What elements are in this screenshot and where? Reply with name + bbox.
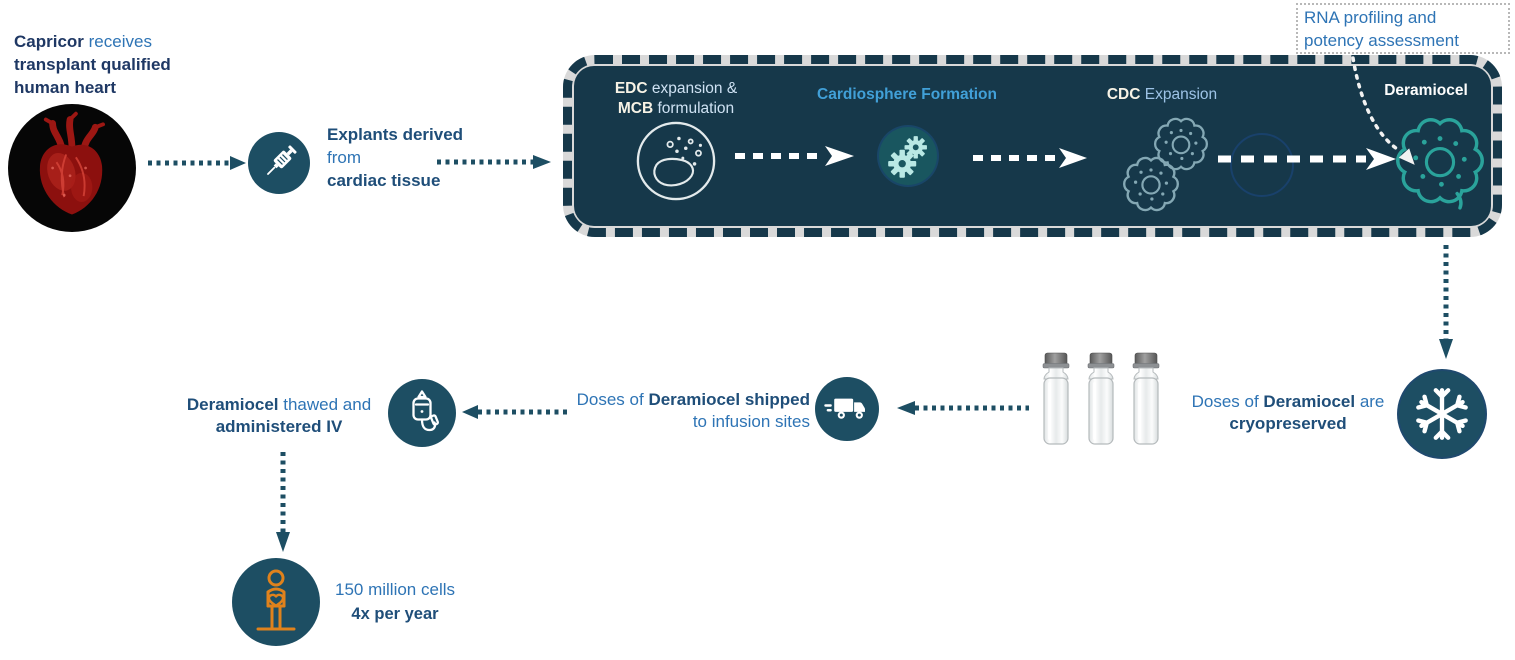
manufacturing-process-box: EDC expansion & MCB formulation Cardiosp… (563, 55, 1502, 237)
arrow-cardiosphere-to-cdc (973, 148, 1087, 168)
explants-caption: Explants derived from cardiac tissue (327, 123, 497, 192)
arrow-cdc-to-deramiocel (1218, 148, 1396, 170)
explants-line3: cardiac tissue (327, 171, 441, 190)
stage-deramiocel-label: Deramiocel (1384, 82, 1468, 99)
process-box-panel (574, 66, 1491, 226)
capricor-caption: Capricor receives transplant qualified h… (14, 30, 244, 99)
arrow-shipped-to-iv (462, 405, 570, 419)
arrow-thawed-to-patient (276, 452, 290, 552)
explants-line2: from (327, 148, 361, 167)
arrow-rna-to-deramiocel (1351, 56, 1415, 165)
dosing-line2: 4x per year (351, 605, 439, 623)
capricor-caption-line1: Capricor receives (14, 30, 244, 53)
truck-icon (815, 377, 879, 441)
mcb-rest: formulation (653, 100, 735, 117)
thawed-caption: Deramiocel thawed and administered IV (180, 394, 378, 438)
rna-callout-line1: RNA profiling and (1304, 8, 1437, 27)
cdc-bold: CDC (1106, 86, 1141, 103)
stage-edc-mcb-label: EDC expansion & MCB formulation (590, 79, 762, 119)
explants-line1: Explants derived (327, 125, 464, 144)
heart-photo (8, 104, 136, 232)
cryo-post: are (1355, 392, 1385, 411)
shipped-pre: Doses of (576, 390, 649, 409)
shipped-bold: Deramiocel shipped (648, 390, 810, 409)
shipped-line1: Doses of Deramiocel shipped (565, 389, 810, 411)
cryo-bold: Deramiocel (1263, 392, 1356, 411)
capricor-brand-text: Capricor (14, 32, 84, 51)
cdc-cells-icon (1123, 156, 1179, 212)
rna-callout-line2: potency assessment (1304, 31, 1459, 50)
stage-cdc-label: CDC Expansion (1097, 85, 1227, 105)
rna-profiling-callout: RNA profiling and potency assessment (1296, 3, 1510, 54)
cryo-pre: Doses of (1191, 392, 1264, 411)
capricor-caption-line2: transplant qualified (14, 55, 171, 74)
capricor-caption-line3: human heart (14, 78, 117, 97)
petri-dish-icon (636, 121, 716, 201)
thawed-rest: thawed and (278, 395, 372, 414)
dosing-line1: 150 million cells (335, 580, 455, 599)
cryopreserved-line1: Doses of Deramiocel are (1185, 391, 1391, 413)
arrow-edc-to-cardiosphere (735, 146, 854, 166)
cryopreserved-caption: Doses of Deramiocel are cryopreserved (1185, 391, 1391, 435)
thawed-line2: administered IV (215, 417, 343, 436)
cdc-cells-icon (1153, 117, 1209, 171)
edc-rest: expansion & (647, 80, 738, 97)
arrow-box-to-cryo (1439, 245, 1453, 359)
shipped-line2: to infusion sites (692, 412, 810, 431)
process-box-dashed-border (563, 55, 1502, 237)
faint-circle-decoration (1230, 133, 1294, 197)
shipped-caption: Doses of Deramiocel shipped to infusion … (565, 389, 810, 433)
arrow-explants-to-box (437, 155, 551, 169)
patient-icon (232, 558, 320, 646)
snowflake-icon (1397, 369, 1487, 459)
thawed-bold: Deramiocel (186, 395, 279, 414)
arrow-vials-to-truck (897, 401, 1029, 415)
iv-bag-icon (388, 379, 456, 447)
cryopreserved-line2: cryopreserved (1229, 414, 1347, 433)
vials-image (1042, 352, 1160, 445)
cdc-rest: Expansion (1140, 86, 1218, 103)
thawed-line1: Deramiocel thawed and (180, 394, 378, 416)
stage-cardiosphere-label: Cardiosphere Formation (817, 86, 997, 103)
edc-bold: EDC (614, 80, 648, 97)
deramiocel-cell-icon (1396, 118, 1484, 210)
syringe-icon (248, 132, 310, 194)
gears-icon (877, 125, 939, 187)
arrow-heart-to-syringe (148, 156, 246, 170)
capricor-rest-text: receives (83, 32, 152, 51)
mcb-bold: MCB (617, 100, 654, 117)
dosing-caption: 150 million cells 4x per year (322, 578, 468, 626)
